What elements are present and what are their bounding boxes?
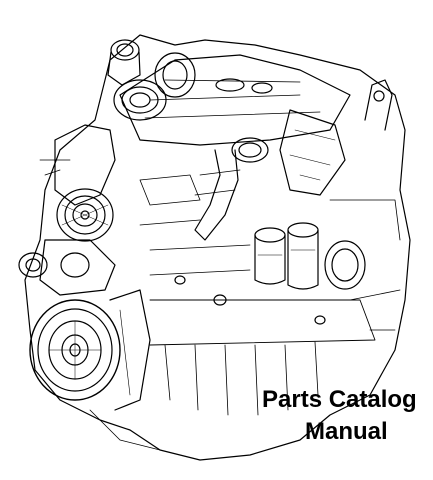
caption-line-2: Manual xyxy=(305,418,388,445)
intake-pipe xyxy=(194,137,269,241)
turbocharger xyxy=(107,39,196,121)
lifting-bracket xyxy=(364,79,393,131)
engine-block-outline xyxy=(24,34,411,461)
rear-opening xyxy=(324,240,366,290)
fuel-filters xyxy=(254,222,319,290)
crankshaft-pulley xyxy=(29,299,121,401)
valve-cover xyxy=(119,54,351,146)
alternator-pulley xyxy=(56,188,114,242)
caption-line-1: Parts Catalog xyxy=(262,386,417,413)
